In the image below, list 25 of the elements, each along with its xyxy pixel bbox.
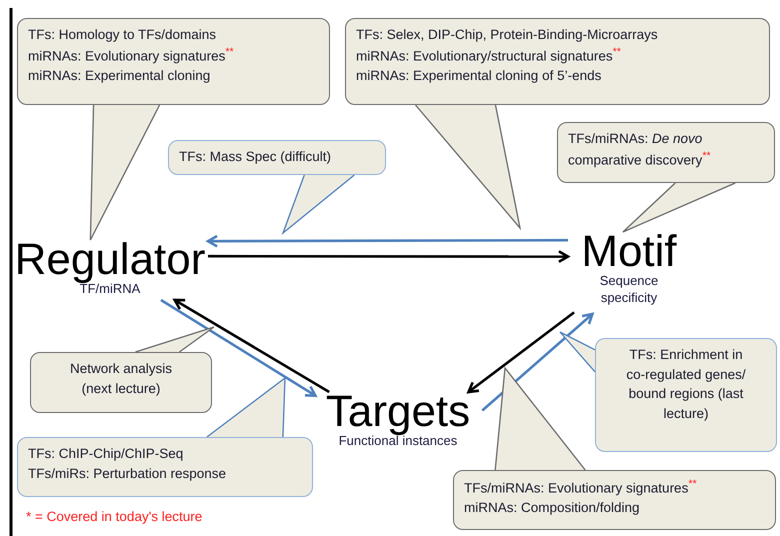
callout-text: TFs/miRs: Perturbation response <box>28 464 228 483</box>
callout-text: TFs/miRNAs: Evolutionary signatures$^{**}$ <box>464 477 698 498</box>
callout-text: TFs: Homology to TFs/domains <box>28 26 218 44</box>
callout-text: TFs: Selex, DIP-Chip, Protein-Binding-Microarrays <box>356 26 659 44</box>
callout-box <box>168 140 386 175</box>
node-subtitle: Sequence specificity <box>598 272 660 307</box>
callout-text: miRNAs: Composition/folding <box>464 499 641 518</box>
callout-text: miRNAs: Evolutionary signatures$^{**}$ <box>28 44 235 66</box>
arrow <box>160 298 317 397</box>
callout-text: TFs: Mass Spec (difficult) <box>179 148 332 166</box>
callout-text: Network analysis (next lecture) <box>68 360 174 398</box>
callout-text: miRNAs: Experimental cloning of 5’-ends <box>356 66 602 85</box>
arrow <box>206 234 568 248</box>
callout-text: miRNAs: Experimental cloning <box>28 66 212 85</box>
callout-text: miRNAs: Evolutionary/structural signatures$^{**}$ <box>356 44 622 66</box>
callout-text: TFs/miRNAs: De novo comparative discovery$^{**}$ <box>568 130 712 170</box>
arrow <box>173 298 330 394</box>
footnote: * = Covered in today's lecture <box>26 509 202 524</box>
callout-text: TFs: Enrichment in co-regulated genes/ bound regions (last lecture) <box>625 346 747 423</box>
node-title: Motif <box>580 232 678 272</box>
arrow <box>467 311 575 394</box>
arrow <box>208 250 570 264</box>
callout-box <box>595 338 777 452</box>
callout-text: TFs: ChIP-Chip/ChIP-Seq <box>28 445 184 463</box>
arrow <box>481 312 594 412</box>
